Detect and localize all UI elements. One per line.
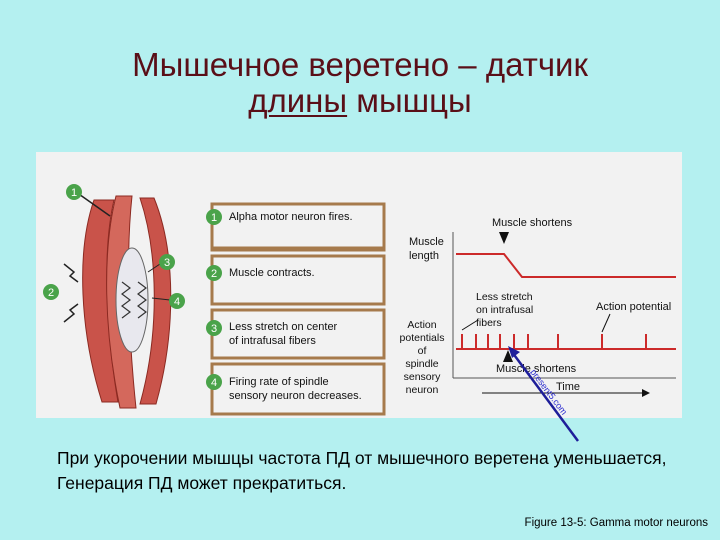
watermark: present5.com xyxy=(528,367,569,417)
slide-caption: При укорочении мышцы частота ПД от мышеч… xyxy=(57,446,677,496)
blue-pointer-arrow xyxy=(512,352,578,441)
blue-pointer-arrowhead xyxy=(508,346,520,358)
figure-reference: Figure 13-5: Gamma motor neurons xyxy=(525,517,708,529)
